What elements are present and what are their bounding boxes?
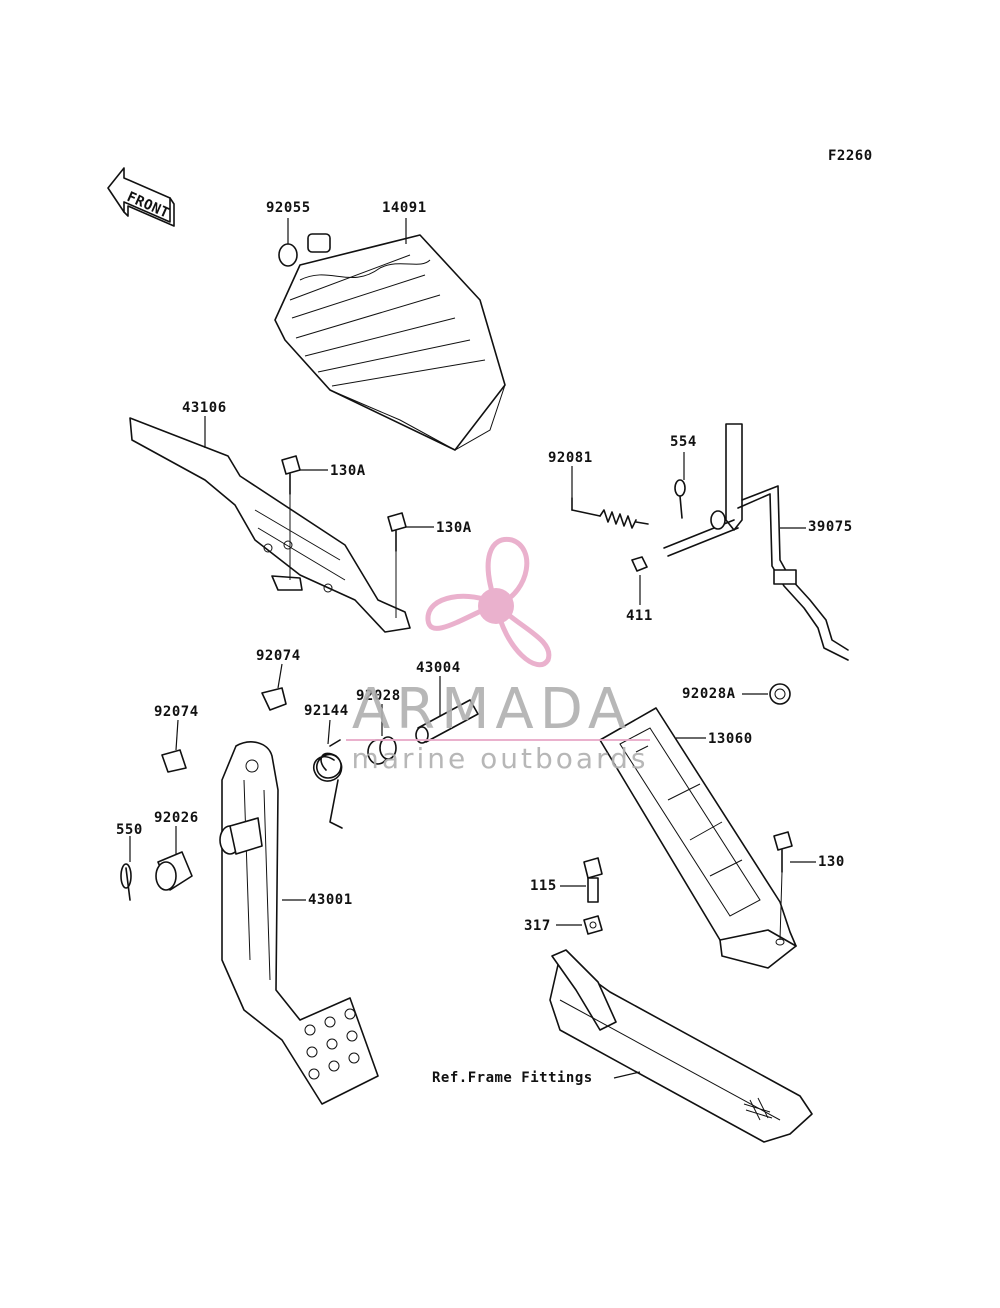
frame-fittings-ref: Ref.Frame Fittings [432, 949, 813, 1143]
brake-arm-39075: 39075 [663, 423, 853, 661]
bushing-92028: 92028 [356, 688, 401, 765]
callout-39075: 39075 [808, 519, 853, 535]
armada-watermark: ARMADA marine outboards [346, 536, 650, 775]
watermark-brand: ARMADA [352, 677, 632, 742]
front-arrow-icon: FRONT [107, 167, 175, 227]
watermark-tagline: marine outboards [352, 742, 649, 775]
boot-cover-14091: 14091 [274, 200, 506, 451]
callout-13060: 13060 [708, 731, 753, 747]
cotter-pin-554: 554 [670, 434, 697, 519]
callout-43001: 43001 [308, 892, 353, 908]
callout-43106: 43106 [182, 400, 227, 416]
bolt-115: 115 [530, 857, 603, 903]
spring-92081: 92081 [548, 450, 649, 529]
callout-92144: 92144 [304, 703, 349, 719]
bolt-130: 130 [773, 831, 845, 941]
bolt-130a-lower: 130A [387, 512, 472, 618]
callout-92074-upper: 92074 [256, 648, 301, 664]
callout-92074-left: 92074 [154, 704, 199, 720]
callout-115: 115 [530, 878, 557, 894]
callout-130a-upper: 130A [330, 463, 366, 479]
callout-92055: 92055 [266, 200, 311, 216]
callout-ref-frame: Ref.Frame Fittings [432, 1070, 593, 1086]
cotter-pin-550: 550 [116, 822, 143, 901]
bushing-92026: 92026 [154, 810, 199, 891]
propeller-logo-icon [425, 536, 552, 668]
callout-14091: 14091 [382, 200, 427, 216]
crosshatch-mark [743, 1097, 773, 1121]
callout-411: 411 [626, 608, 653, 624]
callout-130a-lower: 130A [436, 520, 472, 536]
spring-92144: 92144 [304, 703, 349, 829]
bolt-130a-upper: 130A [281, 455, 366, 580]
callout-554: 554 [670, 434, 697, 450]
figure-code: F2260 [828, 148, 873, 164]
plate-13060: 13060 [599, 707, 797, 969]
callout-92081: 92081 [548, 450, 593, 466]
cap-92074-left: 92074 [154, 704, 199, 773]
callout-43004: 43004 [416, 660, 461, 676]
cap-92074-upper: 92074 [256, 648, 301, 711]
callout-317: 317 [524, 918, 551, 934]
shaft-43004: 43004 [415, 660, 479, 744]
callout-92026: 92026 [154, 810, 199, 826]
nut-317: 317 [524, 915, 603, 935]
callout-130: 130 [818, 854, 845, 870]
callout-92028: 92028 [356, 688, 401, 704]
nut-411: 411 [626, 556, 653, 624]
o-ring-92055: 92055 [266, 200, 311, 267]
pedal-43001: 43001 [219, 741, 379, 1105]
callout-92028a: 92028A [682, 686, 736, 702]
hand-lever-43106: 43106 [129, 400, 411, 633]
callout-550: 550 [116, 822, 143, 838]
bushing-92028a: 92028A [682, 683, 791, 705]
